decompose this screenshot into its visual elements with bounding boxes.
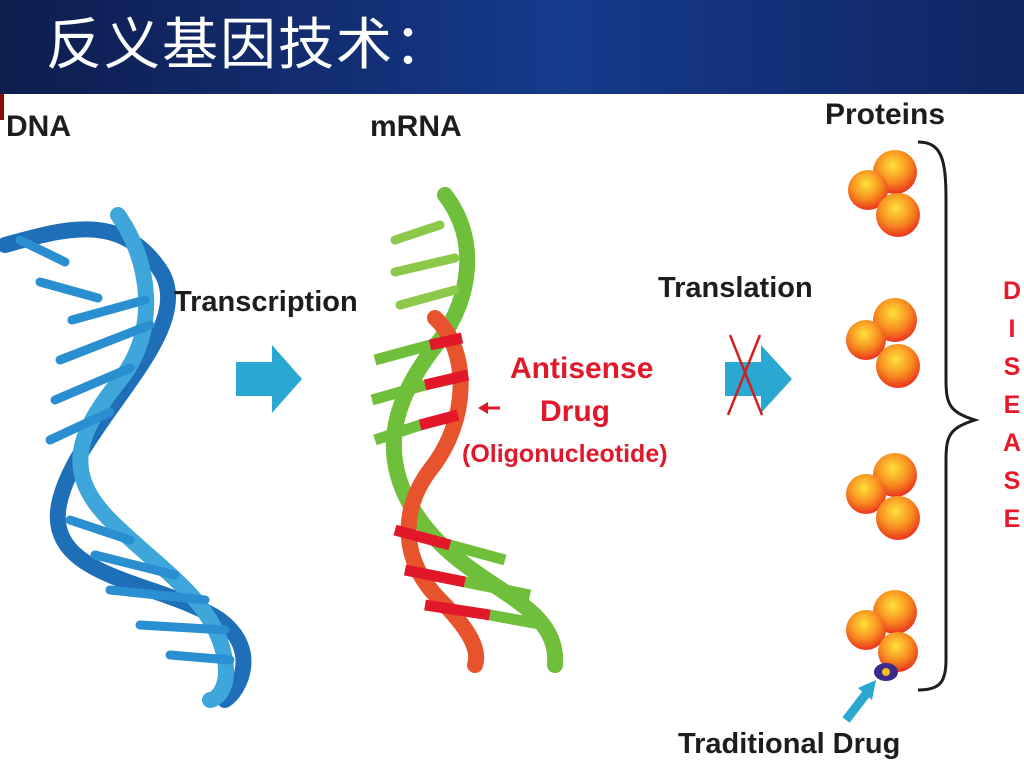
disease-letter: A — [1002, 429, 1022, 457]
disease-letter: I — [1008, 315, 1016, 343]
edge-marker — [0, 94, 4, 120]
protein-3 — [846, 453, 920, 540]
disease-label: D I S E A S E — [998, 272, 1024, 538]
proteins-label: Proteins — [825, 98, 946, 131]
dna-helix — [0, 207, 252, 708]
transcription-arrow — [236, 345, 302, 413]
traditional-drug-arrow — [842, 680, 876, 723]
title-bar: 反义基因技术： — [0, 0, 1024, 94]
mrna-helix — [370, 187, 564, 673]
antisense-label-line1: Antisense — [510, 352, 654, 385]
disease-brace — [917, 140, 980, 692]
antisense-label-line2: Drug — [540, 395, 610, 428]
slide-title: 反义基因技术： — [46, 13, 452, 78]
disease-letter: D — [1002, 277, 1022, 305]
protein-1 — [848, 150, 920, 237]
translation-arrow-blocked — [725, 334, 792, 416]
traditional-drug-label: Traditional Drug — [678, 728, 901, 760]
protein-4 — [846, 590, 918, 672]
antisense-diagram — [0, 140, 980, 723]
disease-letter: E — [1003, 391, 1021, 419]
antisense-pointer-arrow — [478, 402, 500, 414]
traditional-drug-molecule — [874, 663, 898, 681]
dna-label: DNA — [6, 110, 71, 143]
translation-label: Translation — [658, 272, 813, 304]
disease-letter: S — [1003, 467, 1021, 495]
transcription-label: Transcription — [174, 286, 358, 318]
antisense-label-line3: (Oligonucleotide) — [462, 440, 668, 468]
disease-letter: S — [1003, 353, 1021, 381]
protein-2 — [846, 298, 920, 388]
disease-letter: E — [1003, 505, 1021, 533]
mrna-label: mRNA — [370, 110, 462, 143]
